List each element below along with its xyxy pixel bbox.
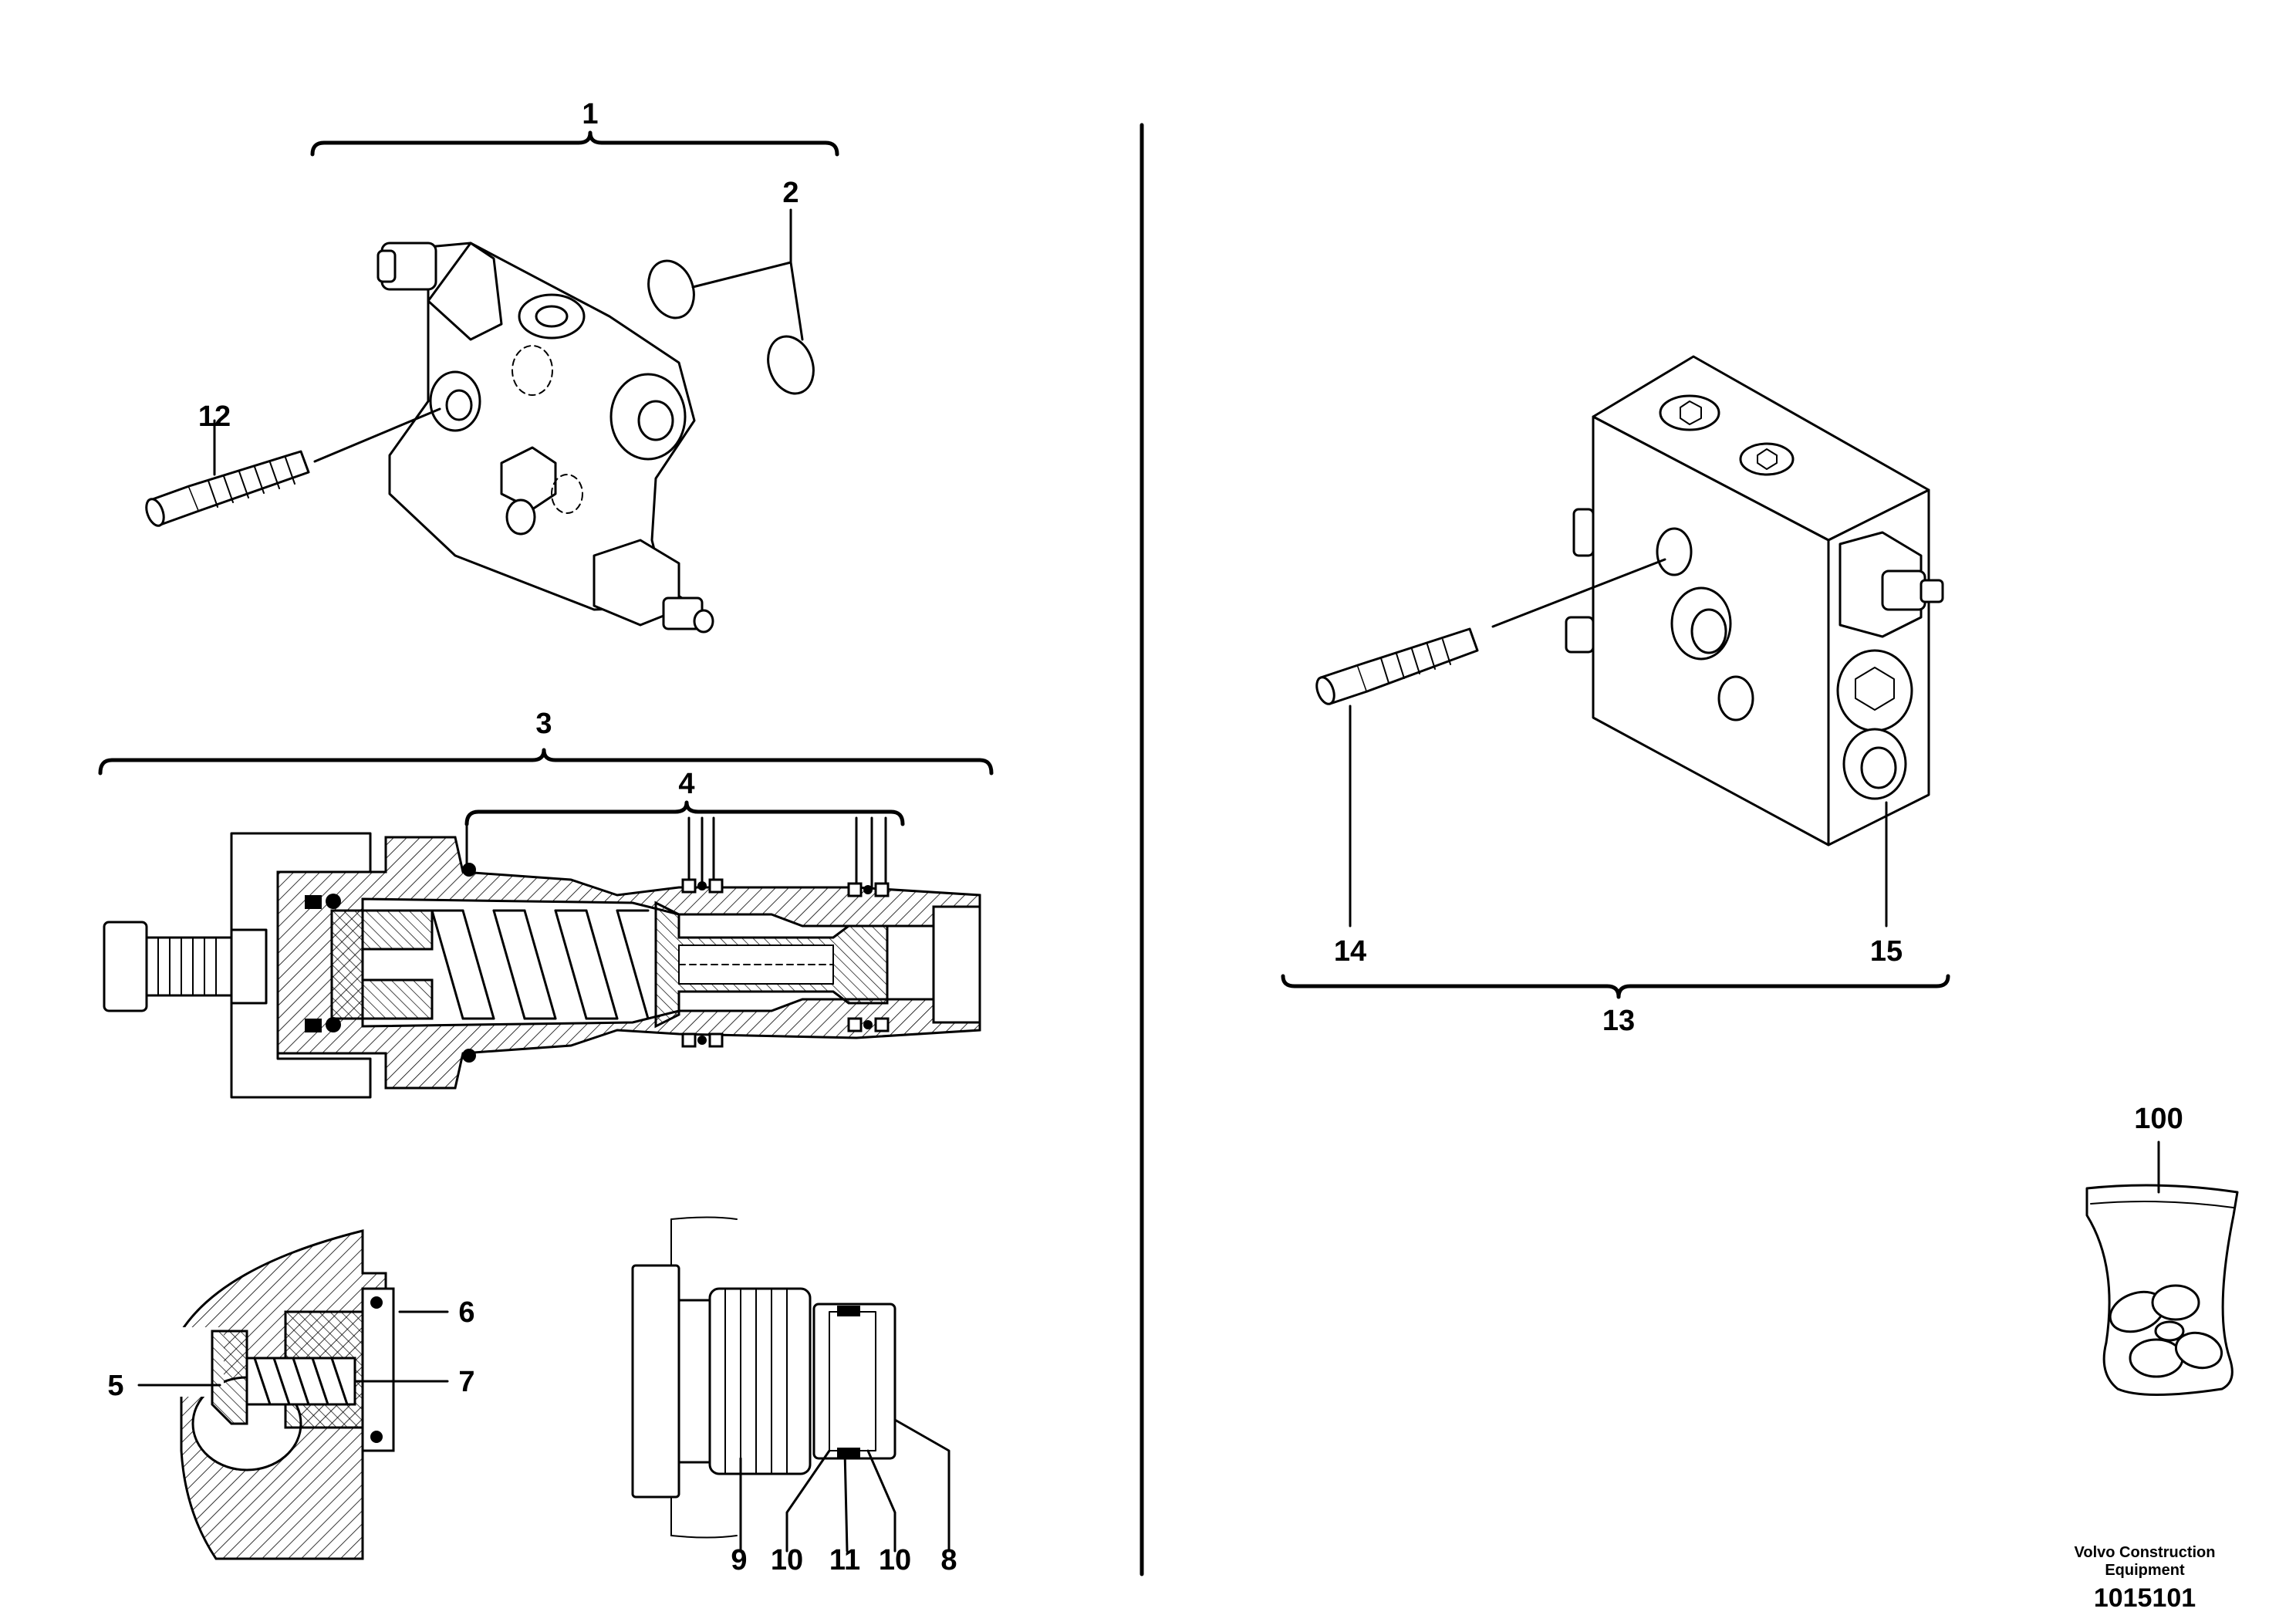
- callout-4: 4: [678, 768, 694, 800]
- callout-100: 100: [2134, 1103, 2183, 1135]
- callout-9: 9: [731, 1544, 747, 1576]
- callout-6: 6: [458, 1296, 474, 1329]
- valve-assembly: [376, 242, 714, 634]
- callout-2: 2: [782, 177, 799, 209]
- callout-3: 3: [535, 708, 552, 740]
- bracket-13: [1281, 974, 1950, 999]
- callout-15: 15: [1870, 935, 1903, 968]
- callout-12: 12: [198, 400, 231, 433]
- callout-14: 14: [1334, 935, 1366, 968]
- valve-block: [1565, 355, 1944, 846]
- callout-10a: 10: [771, 1544, 803, 1576]
- detail-seat: [137, 1229, 449, 1560]
- bolt-14: [1315, 558, 1666, 928]
- callout-10b: 10: [879, 1544, 911, 1576]
- bracket-4: [464, 800, 905, 889]
- bolt-12: [145, 407, 441, 527]
- bracket-3: [98, 748, 994, 776]
- detail-plug: [631, 1216, 950, 1553]
- callout-13: 13: [1602, 1005, 1635, 1037]
- maker-line-1: Volvo Construction: [2075, 1544, 2216, 1561]
- seal-kit-bag: [2085, 1140, 2239, 1396]
- bracket-1: [310, 130, 839, 157]
- drawing-number: 1015101: [2094, 1583, 2196, 1613]
- callout-8: 8: [940, 1544, 957, 1576]
- maker-line-2: Equipment: [2105, 1562, 2185, 1579]
- callout-1: 1: [582, 98, 598, 130]
- valve-cross-section: [103, 832, 981, 1099]
- callout-7: 7: [458, 1366, 474, 1398]
- o-rings-2: [647, 208, 815, 395]
- callout-5: 5: [107, 1370, 123, 1402]
- callout-11: 11: [829, 1544, 860, 1576]
